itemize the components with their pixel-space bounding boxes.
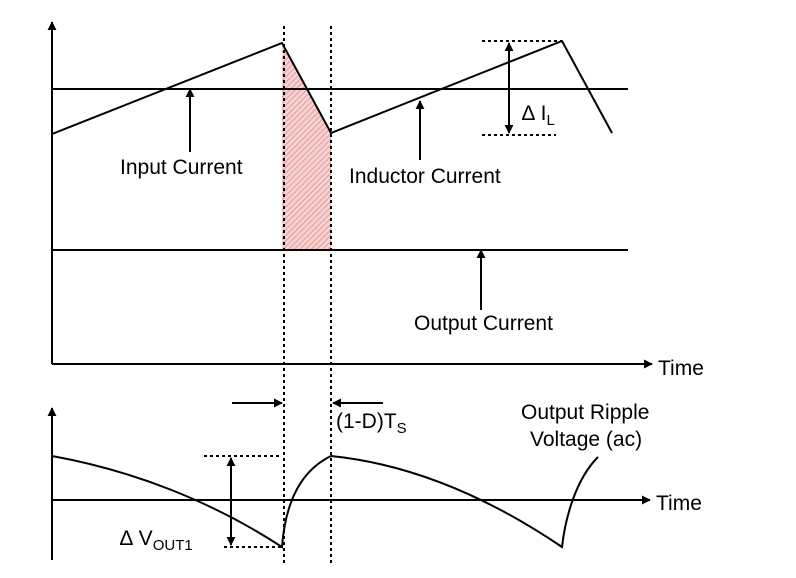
time-axis-label-top: Time: [658, 357, 704, 380]
output-ripple-waveform: [51, 454, 599, 549]
inductor-current-label: Inductor Current: [349, 165, 501, 188]
time-axis-label-bottom: Time: [656, 492, 702, 515]
output-current-label: Output Current: [414, 312, 553, 335]
delta-il-label: ∆ IL: [522, 102, 555, 129]
output-ripple-label-line2: Voltage (ac): [530, 428, 642, 451]
inductor-current-waveform: [51, 39, 613, 135]
voltage-plot: Time (1-D)TS Output Ripple Voltage (ac) …: [47, 398, 702, 560]
current-plot: Time Input Current Inductor Current Outp…: [47, 21, 704, 380]
input-current-label: Input Current: [120, 156, 243, 179]
shaded-discharge-region: [282, 43, 331, 250]
duty-period-label: (1-D)TS: [336, 410, 407, 437]
output-ripple-label-line1: Output Ripple: [521, 401, 649, 424]
delta-vout-label: ∆ VOUT1: [120, 527, 193, 554]
